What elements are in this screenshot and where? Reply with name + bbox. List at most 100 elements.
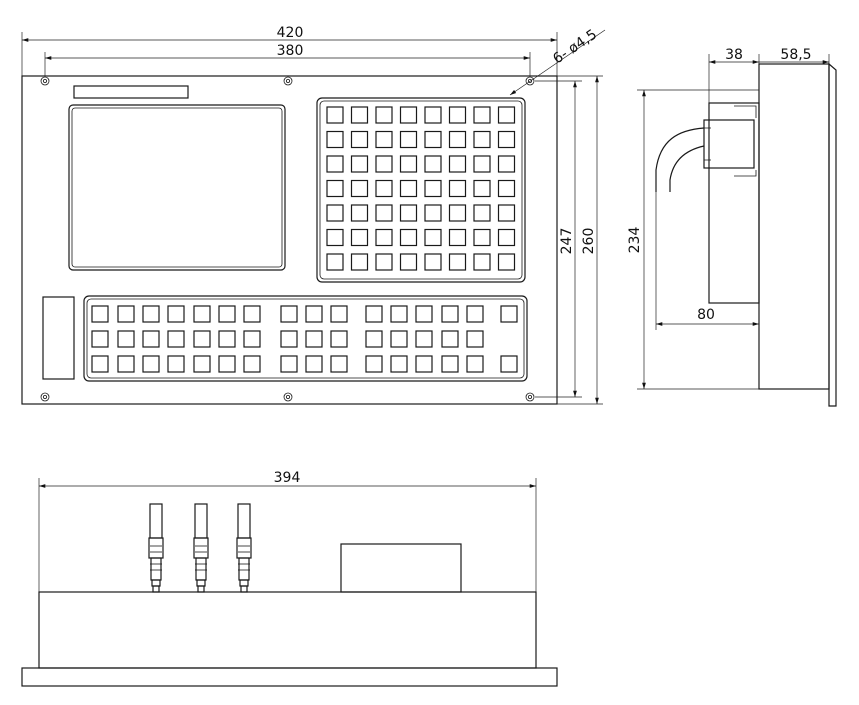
- key: [399, 253, 418, 271]
- key: [142, 305, 160, 323]
- key: [441, 330, 459, 348]
- bottom-view: 394: [21, 470, 558, 687]
- key: [326, 204, 344, 222]
- key: [448, 130, 467, 149]
- key: [193, 355, 211, 373]
- dim-height-holes: 247: [559, 228, 575, 255]
- keypad-bottom: [91, 305, 518, 373]
- connector-part: [240, 585, 248, 593]
- key: [350, 228, 369, 247]
- key: [330, 305, 348, 323]
- dim-width-bottom: 394: [274, 470, 301, 486]
- key: [243, 305, 261, 323]
- connector-part: [194, 503, 208, 539]
- key: [330, 355, 348, 373]
- key: [326, 228, 344, 247]
- hole-callout: 6- ø4,5: [550, 27, 600, 68]
- key: [448, 204, 467, 222]
- connector-part: [236, 537, 252, 559]
- key: [375, 106, 393, 124]
- key: [280, 355, 298, 373]
- front-panel-outline: [21, 75, 558, 405]
- key: [399, 106, 418, 124]
- key: [466, 355, 484, 373]
- key: [399, 130, 418, 149]
- side-slot: [42, 296, 75, 380]
- key: [497, 253, 516, 271]
- key: [497, 228, 516, 247]
- key: [497, 204, 516, 222]
- side-body: [708, 102, 760, 304]
- key: [424, 130, 442, 149]
- key: [390, 305, 408, 323]
- connectors: [148, 503, 252, 593]
- keypad-bottom-frame: [83, 295, 528, 382]
- key: [500, 355, 518, 373]
- dim-depth-panel: 58,5: [780, 47, 811, 63]
- key: [350, 106, 369, 124]
- connector-part: [150, 557, 162, 581]
- key: [497, 179, 516, 198]
- key: [399, 179, 418, 198]
- connector-part: [148, 537, 164, 559]
- bottom-flange: [21, 667, 558, 687]
- key: [350, 204, 369, 222]
- keypad-right-frame: [316, 97, 526, 283]
- key: [415, 330, 433, 348]
- key: [243, 355, 261, 373]
- key: [424, 253, 442, 271]
- key: [466, 305, 484, 323]
- key: [424, 155, 442, 173]
- key: [473, 179, 491, 198]
- key: [365, 355, 383, 373]
- key: [473, 155, 491, 173]
- key: [448, 253, 467, 271]
- key: [142, 330, 160, 348]
- mounting-hole: [40, 392, 50, 402]
- connector-part: [152, 585, 160, 593]
- bottom-box: [340, 543, 462, 593]
- dim-cable: 80: [697, 307, 715, 323]
- key: [326, 106, 344, 124]
- key: [350, 130, 369, 149]
- dim-width-holes: 380: [277, 43, 304, 59]
- mounting-hole: [283, 392, 293, 402]
- key: [305, 330, 323, 348]
- key: [326, 130, 344, 149]
- mounting-hole: [283, 76, 293, 86]
- key: [390, 330, 408, 348]
- key: [365, 330, 383, 348]
- key: [375, 253, 393, 271]
- connector-part: [196, 579, 206, 587]
- key: [305, 355, 323, 373]
- key: [91, 330, 109, 348]
- key: [497, 130, 516, 149]
- key: [375, 204, 393, 222]
- key: [350, 253, 369, 271]
- key: [424, 228, 442, 247]
- key: [473, 204, 491, 222]
- key: [441, 305, 459, 323]
- key: [424, 106, 442, 124]
- screen-frame: [68, 104, 286, 271]
- key: [117, 330, 135, 348]
- key: [448, 106, 467, 124]
- key: [375, 179, 393, 198]
- mounting-hole: [525, 392, 535, 402]
- key: [500, 305, 518, 323]
- key: [326, 253, 344, 271]
- key: [350, 155, 369, 173]
- front-view: [21, 75, 558, 405]
- connector-part: [195, 557, 207, 581]
- key: [91, 355, 109, 373]
- key: [305, 305, 323, 323]
- cable: [655, 127, 705, 192]
- key: [415, 305, 433, 323]
- mounting-hole: [40, 76, 50, 86]
- screen: [71, 107, 283, 268]
- key: [375, 228, 393, 247]
- side-panel: [758, 63, 830, 390]
- key: [497, 106, 516, 124]
- key: [167, 305, 185, 323]
